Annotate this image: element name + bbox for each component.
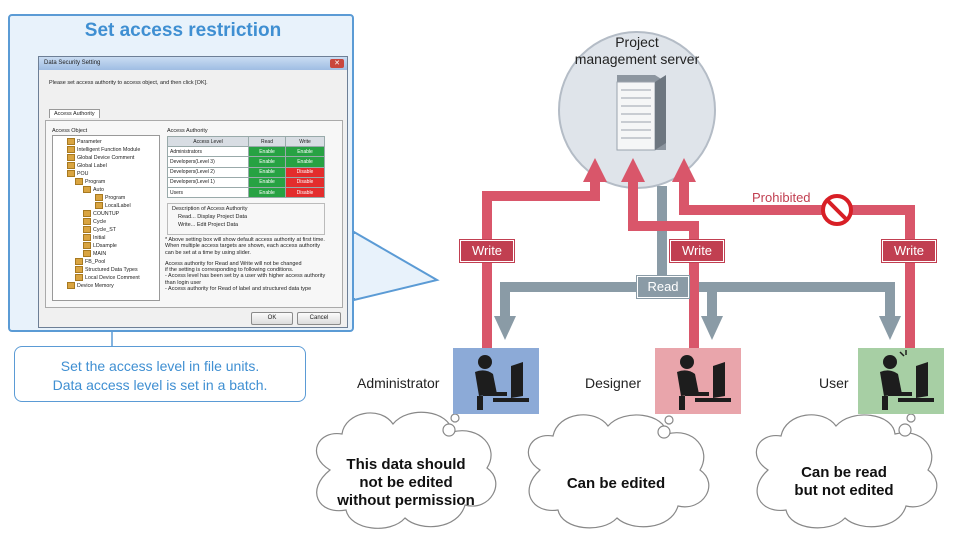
tree-item: Cycle — [83, 218, 106, 225]
folder-icon — [75, 266, 83, 273]
cloud-user — [755, 413, 938, 529]
folder-icon — [67, 162, 75, 169]
folder-icon — [75, 274, 83, 281]
person-at-computer-icon — [880, 350, 934, 410]
server-rack-icon — [616, 75, 666, 151]
description-title: Description of Access Authority — [172, 206, 248, 212]
tree-item: Structured Data Types — [75, 266, 138, 273]
dialog-notes: * Above setting box will show default ac… — [165, 237, 326, 293]
person-at-computer-icon — [475, 355, 529, 410]
folder-icon — [83, 218, 91, 225]
tab-access-authority[interactable]: Access Authority — [49, 109, 100, 118]
description-read: Read... Display Project Data — [178, 214, 248, 220]
access-level-note: Set the access level in file units. Data… — [14, 346, 306, 402]
cloud-text-designer: Can be edited — [566, 475, 666, 492]
tree-item: COUNTUP — [83, 210, 119, 217]
read-tag: Read — [636, 275, 690, 299]
tree-item: LocalLabel — [95, 202, 131, 209]
administrator-tile — [453, 348, 539, 414]
person-at-computer-icon — [677, 355, 731, 410]
folder-icon — [83, 250, 91, 257]
folder-icon — [75, 258, 83, 265]
ok-button[interactable]: OK — [251, 312, 293, 325]
note-line-1: Set the access level in file units. — [60, 358, 260, 374]
administrator-label: Administrator — [357, 375, 440, 391]
panel-pointer — [353, 230, 440, 302]
file-icon — [95, 194, 103, 201]
tree-item: Parameter — [67, 138, 102, 145]
user-label: User — [819, 375, 849, 391]
write-tag-designer: Write — [669, 239, 725, 263]
description-write: Write... Edit Project Data — [178, 222, 239, 228]
write-arrowheads — [583, 158, 696, 182]
folder-icon — [83, 234, 91, 241]
file-icon — [95, 202, 103, 209]
designer-tile — [655, 348, 741, 414]
write-tag-user: Write — [881, 239, 937, 263]
prohibited-label: Prohibited — [752, 190, 811, 205]
dialog-instruction: Please set access authority to access ob… — [49, 80, 208, 86]
folder-icon — [67, 146, 75, 153]
tree-item: Intelligent Function Module — [67, 146, 140, 153]
note-line-2: Data access level is set in a batch. — [52, 377, 268, 393]
close-icon[interactable]: ✕ — [330, 59, 344, 68]
description-box: Description of Access Authority Read... … — [167, 203, 325, 235]
tree-item: Device Memory — [67, 282, 114, 289]
folder-icon — [83, 226, 91, 233]
tree-item: LDsample — [83, 242, 117, 249]
tree-item: POU — [67, 170, 88, 177]
folder-icon — [67, 154, 75, 161]
dialog-title: Data Security Setting — [44, 60, 101, 66]
dialog-titlebar: Data Security Setting ✕ — [39, 57, 347, 70]
access-restriction-panel: Set access restriction Data Security Set… — [8, 14, 354, 332]
tree-item: Auto — [83, 186, 104, 193]
access-object-header: Access Object — [52, 128, 88, 134]
folder-icon — [83, 210, 91, 217]
tree-item: Global Label — [67, 162, 107, 169]
cloud-designer — [527, 414, 710, 529]
tree-item: Cycle_ST — [83, 226, 116, 233]
write-arrows — [482, 180, 915, 350]
cancel-button[interactable]: Cancel — [297, 312, 341, 325]
tree-item: Program — [95, 194, 125, 201]
read-arrowheads — [494, 316, 901, 340]
prohibited-icon — [821, 194, 853, 226]
tree-item: MAIN — [83, 250, 106, 257]
folder-icon — [67, 170, 75, 177]
tree-item: FB_Pool — [75, 258, 105, 265]
cloud-text-administrator: This data should not be edited without p… — [337, 456, 475, 509]
folder-icon — [67, 282, 75, 289]
access-authority-header: Access Authority — [167, 128, 208, 134]
write-tag-administrator: Write — [459, 239, 515, 263]
tree-item: Local Device Comment — [75, 274, 140, 281]
tree-item: Initial — [83, 234, 105, 241]
user-tile — [858, 348, 944, 414]
tree-item: Global Device Comment — [67, 154, 134, 161]
data-security-dialog: Data Security Setting ✕ Please set acces… — [38, 56, 348, 328]
server-label: Project management server — [574, 34, 700, 67]
panel-title: Set access restriction — [84, 20, 282, 41]
tree-item: Program — [75, 178, 105, 185]
folder-icon — [75, 178, 83, 185]
designer-label: Designer — [585, 375, 642, 391]
access-object-tree[interactable]: Parameter Intelligent Function Module Gl… — [52, 135, 160, 301]
folder-icon — [83, 242, 91, 249]
folder-icon — [67, 138, 75, 145]
cloud-administrator — [315, 411, 497, 529]
folder-icon — [83, 186, 91, 193]
cloud-text-user: Can be read but not edited — [794, 464, 894, 499]
